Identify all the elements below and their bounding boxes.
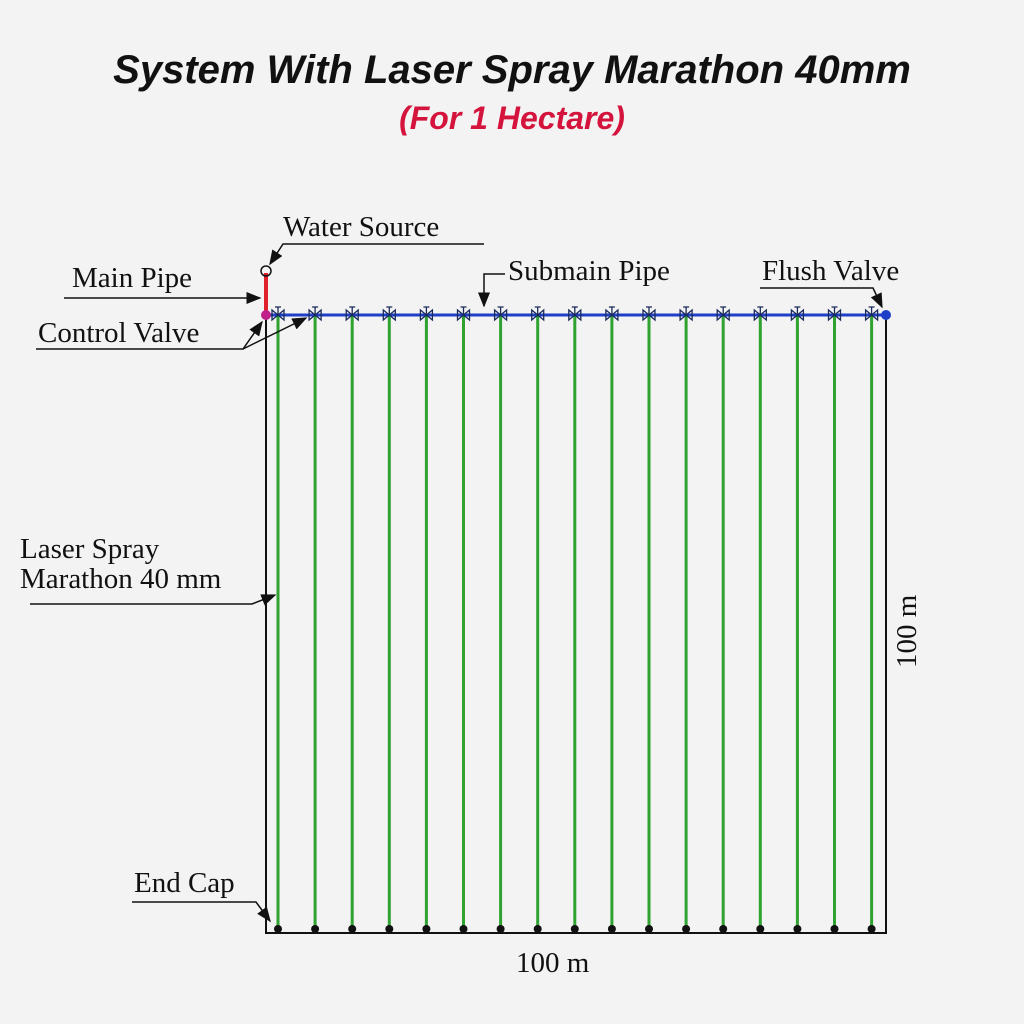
end-cap-icon <box>459 925 468 933</box>
end-cap-icon <box>682 925 691 933</box>
valve-icon <box>790 306 805 322</box>
lateral-label-line1: Laser Spray <box>20 533 160 565</box>
flush-valve-label: Flush Valve <box>762 255 899 287</box>
valve-icon <box>642 306 656 322</box>
end-cap-icon <box>385 925 394 933</box>
valve-icon <box>753 306 767 322</box>
height-dimension: 100 m <box>891 594 923 668</box>
end-cap-label: End Cap <box>134 867 235 899</box>
end-cap-icon <box>422 925 431 933</box>
end-cap-icon <box>793 925 802 933</box>
valve-icon <box>605 306 619 322</box>
end-cap-icon <box>756 925 765 933</box>
flush-valve-icon <box>881 310 891 320</box>
diagram-title: System With Laser Spray Marathon 40mm <box>113 48 911 92</box>
end-cap-icon <box>274 925 282 933</box>
valve-icon <box>271 306 285 322</box>
end-cap-icon <box>311 925 320 933</box>
lateral-lines <box>274 315 876 933</box>
end-cap-icon <box>570 925 579 933</box>
submain-pipe-label: Submain Pipe <box>508 255 670 287</box>
end-cap-icon <box>533 925 542 933</box>
valve-icon <box>679 306 693 322</box>
control-valve-icon <box>261 310 271 320</box>
water-source-label: Water Source <box>283 211 439 243</box>
end-cap-icon <box>607 925 616 933</box>
valve-icon <box>827 306 842 322</box>
valve-icon <box>345 306 359 322</box>
diagram-subtitle: (For 1 Hectare) <box>399 100 625 136</box>
end-cap-icon <box>719 925 728 933</box>
valve-icon <box>568 306 582 322</box>
control-valve-label: Control Valve <box>38 317 199 349</box>
valve-icon <box>493 306 508 322</box>
width-dimension: 100 m <box>516 947 590 979</box>
end-cap-icon <box>867 925 876 933</box>
valve-icon <box>382 306 396 322</box>
lateral-valves <box>271 306 879 322</box>
valve-icon <box>456 306 471 322</box>
valve-icon <box>531 306 545 322</box>
valve-icon <box>419 306 434 322</box>
end-cap-icon <box>496 925 505 933</box>
water-source-icon <box>260 265 272 277</box>
end-cap-icon <box>348 925 357 933</box>
main-pipe-label: Main Pipe <box>72 262 192 294</box>
valve-icon <box>716 306 730 322</box>
lateral-label-line2: Marathon 40 mm <box>20 563 222 595</box>
valve-icon <box>308 306 322 322</box>
end-cap-icon <box>830 925 839 933</box>
end-cap-icon <box>645 925 653 933</box>
